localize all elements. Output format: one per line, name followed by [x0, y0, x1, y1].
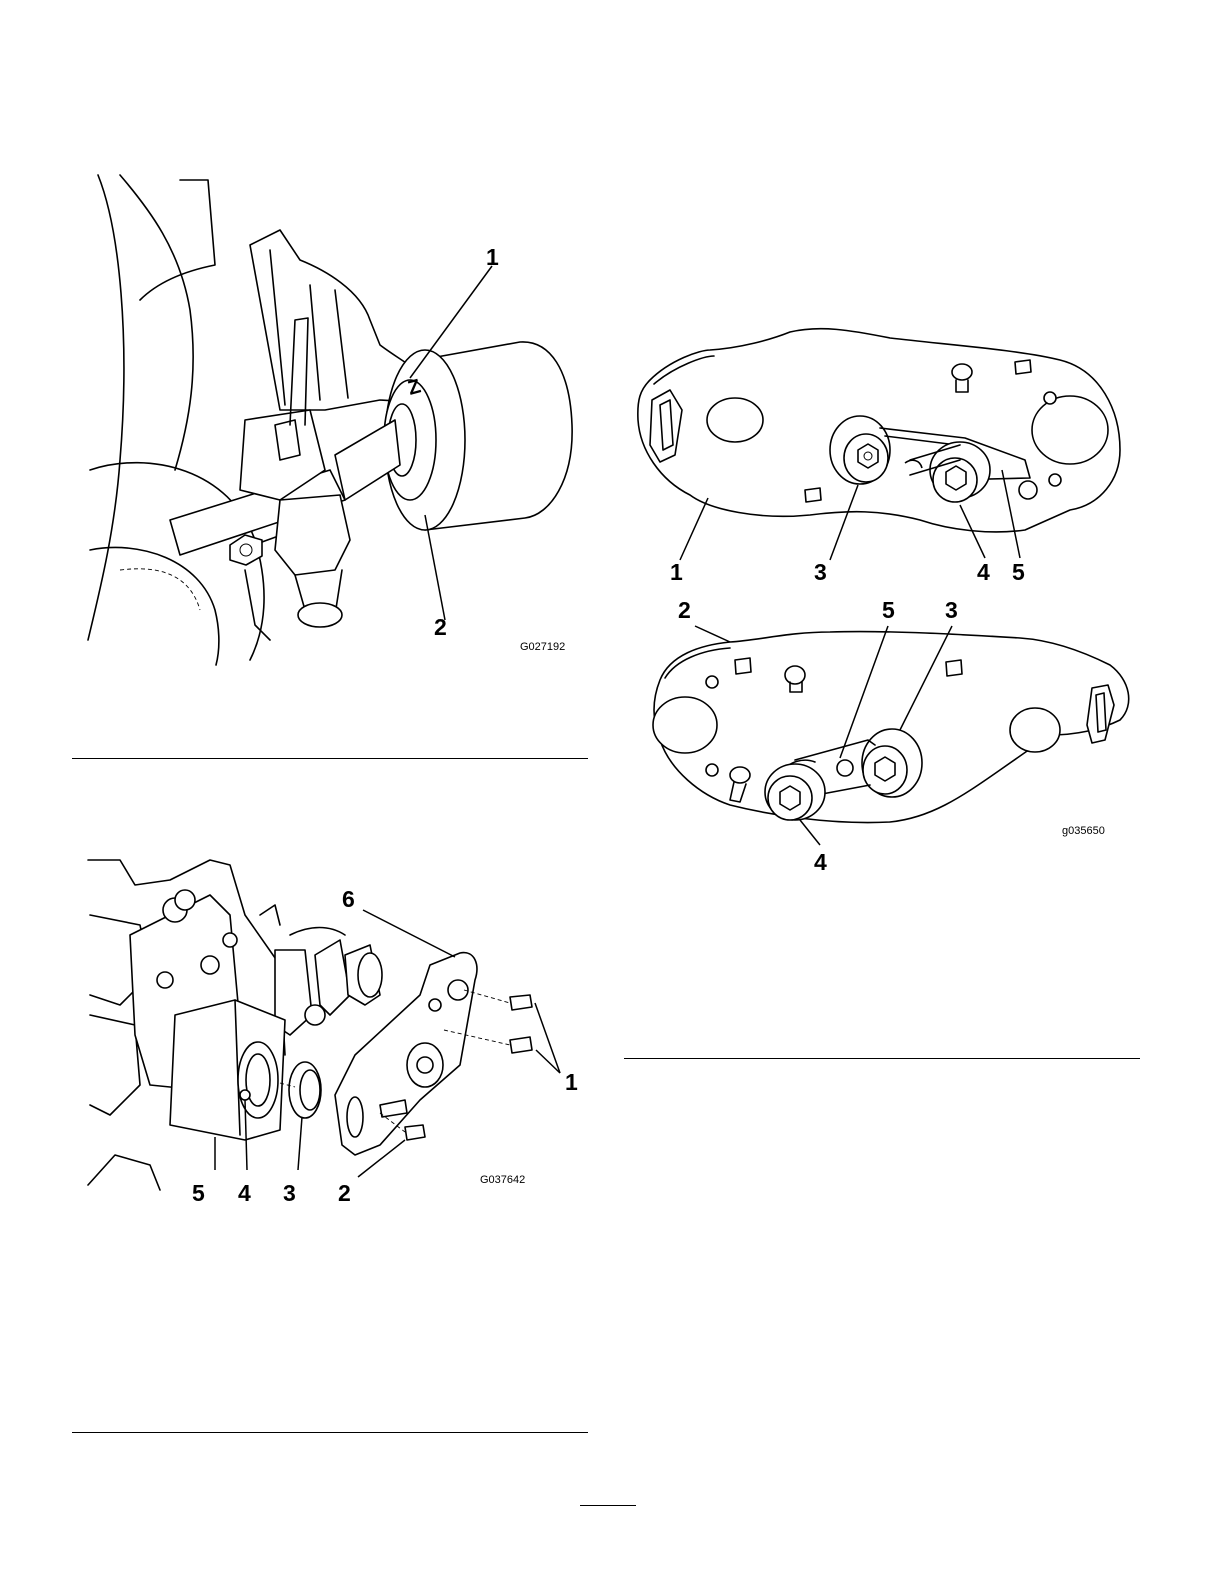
callout-3: 3 — [283, 1180, 296, 1206]
section-divider-2 — [72, 1432, 588, 1433]
callout-2: 2 — [338, 1180, 351, 1206]
callout-5: 5 — [192, 1180, 205, 1206]
callout-top-3: 3 — [814, 559, 827, 585]
figure-1-drawing: Z 1 2 G027192 — [80, 170, 600, 670]
figure-2-exploded-plate-assembly: 6 1 5 4 3 2 G037642 — [80, 855, 600, 1215]
figure-2-drawing: 6 1 5 4 3 2 G037642 — [80, 855, 600, 1215]
section-divider-3 — [624, 1058, 1140, 1059]
figure-id: G037642 — [480, 1174, 525, 1186]
callout-bottom-3: 3 — [945, 597, 958, 623]
callout-top-4: 4 — [977, 559, 990, 585]
figure-1-reel-shaft-bearing: Z 1 2 G027192 — [80, 170, 600, 670]
page-number-rule — [580, 1505, 636, 1506]
section-divider-1 — [72, 758, 588, 759]
figure-id: g035650 — [1062, 825, 1105, 837]
callout-bottom-4: 4 — [814, 849, 827, 875]
callout-1: 1 — [486, 244, 499, 270]
callout-top-5: 5 — [1012, 559, 1025, 585]
callout-1: 1 — [565, 1069, 578, 1095]
figure-3-side-plate-views: 1 3 4 5 2 — [630, 320, 1150, 880]
callout-2: 2 — [434, 614, 447, 640]
figure-3-drawing: 1 3 4 5 2 — [630, 320, 1150, 880]
callout-top-1: 1 — [670, 559, 683, 585]
callout-4: 4 — [238, 1180, 251, 1206]
callout-6: 6 — [342, 886, 355, 912]
figure-id: G027192 — [520, 641, 565, 653]
callout-bottom-2: 2 — [678, 597, 691, 623]
callout-bottom-5: 5 — [882, 597, 895, 623]
